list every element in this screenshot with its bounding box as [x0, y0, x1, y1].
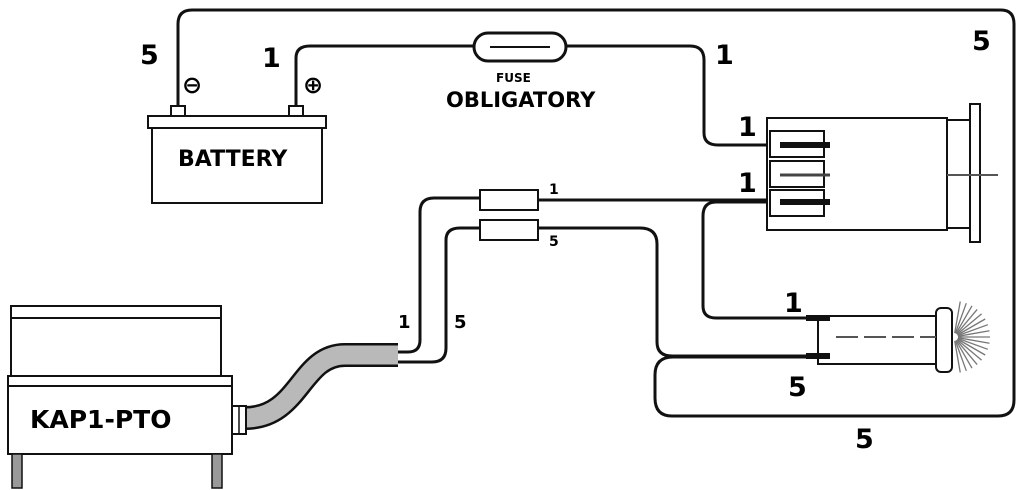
- inline-connector: [479, 189, 539, 241]
- wire-harness-5: [396, 226, 482, 364]
- battery: BATTERY: [147, 105, 327, 204]
- pump-leg-left: [11, 453, 23, 489]
- pump-unit: KAP1-PTO: [7, 305, 247, 489]
- fuse-label-small: FUSE: [496, 71, 531, 85]
- fuse-label-main: OBLIGATORY: [446, 88, 596, 112]
- pump-top-housing: [10, 305, 222, 377]
- lamp-ray: [957, 318, 986, 336]
- switch-panel-plate: [969, 103, 981, 243]
- battery-label: BATTERY: [178, 147, 288, 172]
- wire-label-top-negative: 5: [140, 40, 159, 71]
- wire-ground-top: [176, 8, 1016, 418]
- wire-label-bottom-loop: 5: [855, 424, 874, 455]
- lamp-ray: [954, 301, 961, 334]
- battery-body: [151, 127, 323, 204]
- wire-ground-connector: [536, 226, 814, 358]
- lamp-ray: [957, 324, 989, 337]
- lamp-ray: [956, 313, 982, 335]
- pilot-lamp: [806, 301, 990, 373]
- wire-positive-top: [294, 44, 480, 114]
- wire-label-top-right-corner: 5: [972, 26, 991, 57]
- lamp-bezel: [935, 307, 953, 373]
- lamp-ray: [954, 340, 961, 373]
- wire-label-harness-1: 1: [398, 312, 411, 333]
- fuse: [472, 31, 568, 63]
- battery-positive-symbol: ⊕: [303, 71, 323, 99]
- lamp-ray: [956, 309, 978, 335]
- battery-lid: [147, 115, 327, 129]
- battery-negative-terminal: [170, 105, 186, 117]
- lamp-ray: [957, 337, 990, 344]
- connector-upper: [479, 189, 539, 211]
- lamp-body: [817, 315, 937, 365]
- battery-negative-symbol: ⊖: [182, 71, 202, 99]
- lamp-ray: [957, 338, 986, 356]
- wire-label-top-positive-right: 1: [715, 40, 734, 71]
- lamp-ray: [957, 330, 990, 337]
- wire-label-switch-middle: 1: [738, 168, 757, 199]
- lamp-ray: [957, 337, 989, 350]
- battery-positive-terminal: [288, 105, 304, 117]
- wire-label-harness-5: 5: [454, 312, 467, 333]
- connector-lower: [479, 219, 539, 241]
- wire-positive-fuse-out: [560, 44, 787, 147]
- pump-flange: [7, 375, 233, 387]
- lamp-ray: [955, 305, 973, 334]
- wire-label-top-positive-left: 1: [262, 43, 281, 74]
- lamp-ray: [954, 340, 967, 372]
- lamp-light-rays: [954, 301, 990, 373]
- pump-label: KAP1-PTO: [30, 405, 171, 434]
- pump-leg-right: [211, 453, 223, 489]
- wire-label-connector-upper: 1: [549, 182, 559, 198]
- wire-label-connector-lower: 5: [549, 234, 559, 250]
- wire-label-lamp-lower: 5: [788, 372, 807, 403]
- lamp-ray: [956, 339, 982, 361]
- wire-switch-lamp: [701, 200, 814, 320]
- lamp-ray: [955, 340, 973, 369]
- pump-body: [7, 385, 233, 455]
- wire-label-switch-upper: 1: [738, 112, 757, 143]
- lamp-ray: [954, 302, 967, 334]
- switch-block: [766, 103, 998, 243]
- wire-harness-1: [396, 196, 482, 354]
- lamp-ray: [956, 339, 978, 365]
- wire-harness-sheath-fill: [244, 345, 398, 428]
- wire-label-lamp-upper: 1: [784, 288, 803, 319]
